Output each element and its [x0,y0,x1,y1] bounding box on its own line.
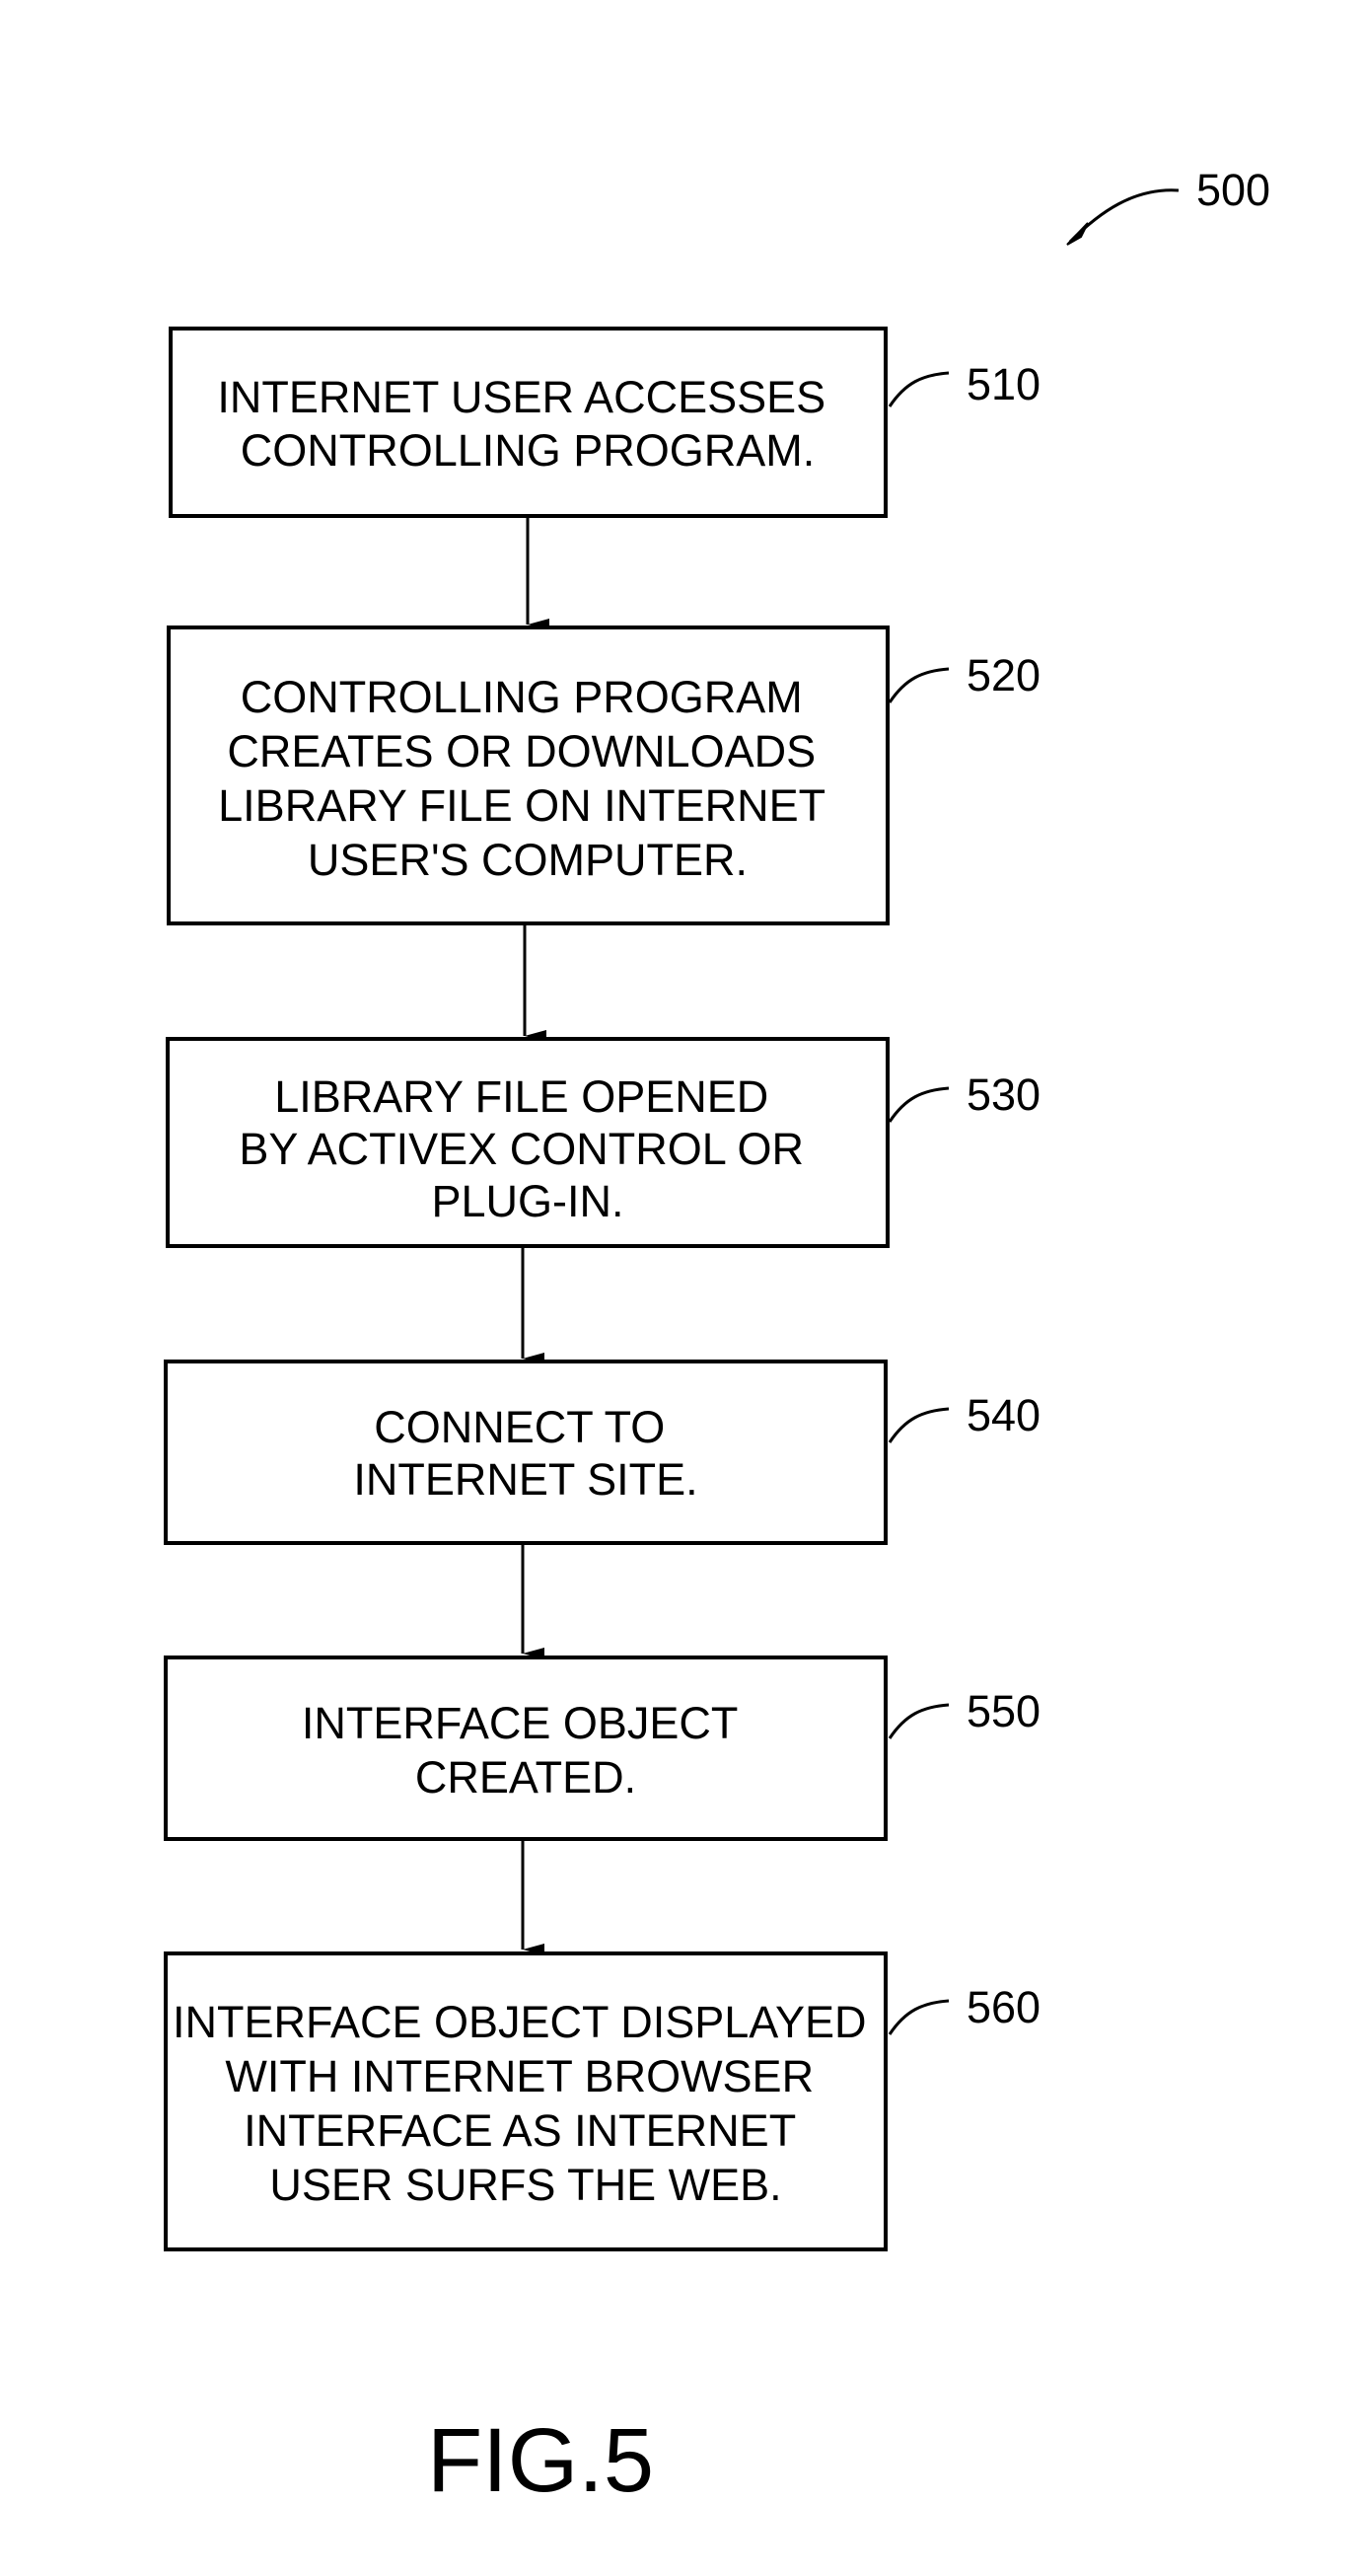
step-510-box [171,329,886,516]
step-510-line-2: CONTROLLING PROGRAM. [241,425,816,476]
step-550-ref: 550 [967,1686,1040,1736]
step-520-line-1: CONTROLLING PROGRAM [241,672,803,722]
step-560-line-1: INTERFACE OBJECT DISPLAYED [173,1997,867,2047]
figure-reference-leader [1070,190,1179,242]
step-560: INTERFACE OBJECT DISPLAYED WITH INTERNET… [166,1953,1040,2249]
step-560-ref: 560 [967,1982,1040,2032]
step-520-leader [890,669,949,702]
step-510-line-1: INTERNET USER ACCESSES [217,372,825,422]
figure-reference: 500 [1067,165,1270,245]
step-530-line-1: LIBRARY FILE OPENED [274,1071,768,1122]
step-550-box [166,1657,886,1839]
step-560-line-3: INTERFACE AS INTERNET [244,2105,796,2156]
step-540-line-1: CONNECT TO [374,1402,665,1452]
step-550: INTERFACE OBJECT CREATED. 550 [166,1657,1040,1839]
step-550-line-2: CREATED. [415,1752,636,1803]
step-560-line-4: USER SURFS THE WEB. [269,2160,781,2210]
step-540-ref: 540 [967,1390,1040,1440]
step-530-line-2: BY ACTIVEX CONTROL OR [239,1124,804,1174]
step-540: CONNECT TO INTERNET SITE. 540 [166,1362,1040,1543]
step-530-leader [890,1088,949,1122]
step-530: LIBRARY FILE OPENED BY ACTIVEX CONTROL O… [168,1039,1040,1246]
step-510: INTERNET USER ACCESSES CONTROLLING PROGR… [171,329,1040,516]
step-540-box [166,1362,886,1543]
step-520-line-2: CREATES OR DOWNLOADS [227,726,816,776]
step-510-ref: 510 [967,359,1040,409]
step-520-line-3: LIBRARY FILE ON INTERNET [218,780,825,831]
step-510-leader [890,373,949,406]
step-550-line-1: INTERFACE OBJECT [302,1698,738,1748]
figure-caption: FIG.5 [427,2410,654,2511]
step-540-line-2: INTERNET SITE. [353,1454,697,1505]
step-560-leader [890,2001,949,2034]
step-530-line-3: PLUG-IN. [431,1176,623,1226]
figure-reference-arrowhead [1067,223,1088,245]
figure-reference-number: 500 [1196,165,1270,215]
step-530-ref: 530 [967,1069,1040,1120]
step-540-leader [890,1409,949,1442]
step-560-line-2: WITH INTERNET BROWSER [225,2051,814,2101]
step-520-line-4: USER'S COMPUTER. [308,835,748,885]
step-550-leader [890,1705,949,1738]
step-520: CONTROLLING PROGRAM CREATES OR DOWNLOADS… [169,627,1040,923]
step-520-ref: 520 [967,650,1040,700]
